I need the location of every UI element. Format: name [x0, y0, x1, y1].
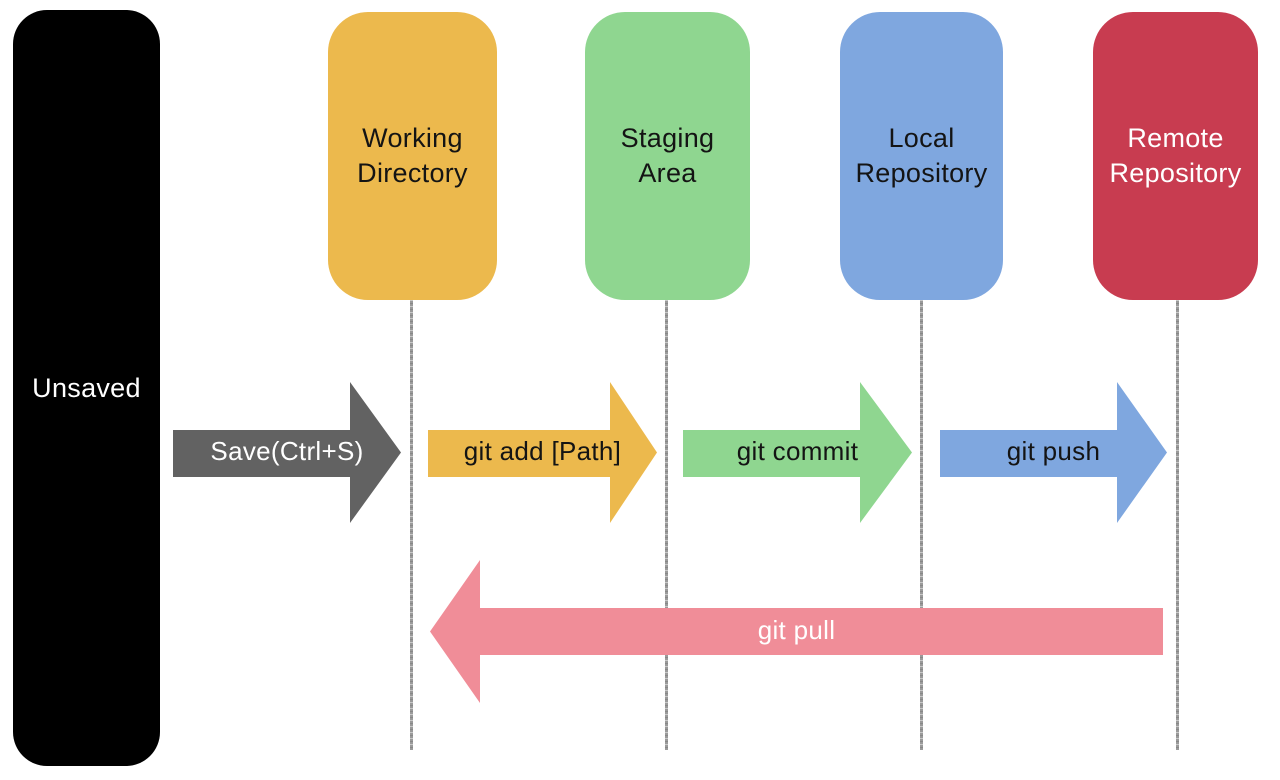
arrow-git-commit-label: git commit [736, 436, 859, 466]
arrow-git-pull: git pull [430, 560, 1163, 703]
node-remote-repository: Remote Repository [1093, 12, 1258, 300]
arrow-git-pull-label: git pull [757, 615, 836, 645]
node-working-directory: Working Directory [328, 12, 497, 300]
node-remote-repository-label: Remote Repository [1109, 123, 1242, 188]
arrow-save-label: Save(Ctrl+S) [210, 436, 364, 466]
arrow-save: Save(Ctrl+S) [173, 382, 401, 523]
node-unsaved: Unsaved [13, 10, 160, 766]
arrow-git-push: git push [940, 382, 1167, 523]
arrow-git-add-label: git add [Path] [463, 436, 622, 466]
node-local-repository-label: Local Repository [855, 123, 988, 188]
lifeline-working-directory [410, 300, 413, 750]
node-working-directory-label: Working Directory [357, 123, 468, 188]
lifeline-staging-area [665, 300, 668, 750]
node-staging-area: Staging Area [585, 12, 750, 300]
node-staging-area-label: Staging Area [620, 123, 715, 188]
lifeline-local-repository [920, 300, 923, 750]
lifeline-remote-repository [1176, 300, 1179, 750]
node-unsaved-label: Unsaved [32, 372, 141, 403]
arrow-git-push-label: git push [1006, 436, 1101, 466]
node-local-repository: Local Repository [840, 12, 1003, 300]
arrow-git-add: git add [Path] [428, 382, 657, 523]
arrow-git-commit: git commit [683, 382, 912, 523]
